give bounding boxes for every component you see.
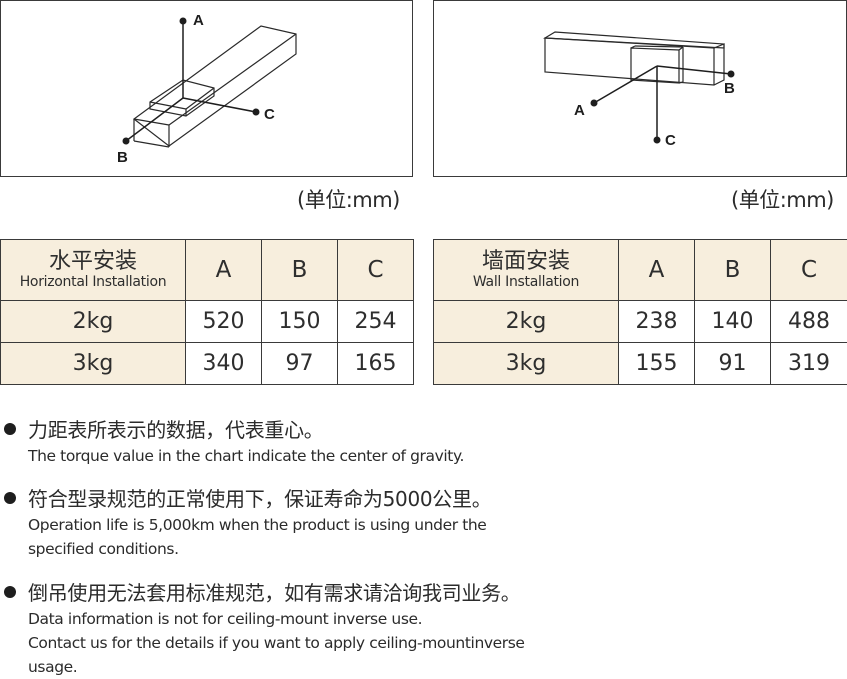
note-en: Contact us for the details if you want t… bbox=[28, 634, 525, 652]
note-en: The torque value in the chart indicate t… bbox=[28, 447, 465, 465]
wall-installation-table: 墙面安装 Wall Installation A B C 2kg 238 140… bbox=[433, 239, 847, 385]
table-title-cn: 水平安装 bbox=[48, 249, 137, 274]
value-cell-a: 238 bbox=[618, 300, 695, 343]
table-header-row: 墙面安装 Wall Installation A B C bbox=[433, 239, 847, 301]
value-cell-b: 91 bbox=[694, 342, 771, 385]
value-cell-a: 520 bbox=[185, 300, 262, 343]
note-en: Data information is not for ceiling-moun… bbox=[28, 610, 423, 628]
horizontal-installation-table: 水平安装 Horizontal Installation A B C 2kg 5… bbox=[0, 239, 414, 385]
label-c: C bbox=[665, 132, 676, 149]
load-cell: 2kg bbox=[433, 300, 619, 343]
column-header-a: A bbox=[185, 239, 262, 301]
value-cell-b: 150 bbox=[261, 300, 338, 343]
load-cell: 3kg bbox=[433, 342, 619, 385]
value-cell-c: 254 bbox=[337, 300, 414, 343]
value-cell-c: 319 bbox=[770, 342, 847, 385]
horizontal-actuator-drawing bbox=[122, 17, 297, 148]
unit-label-wall: (单位:mm) bbox=[731, 188, 834, 212]
table-title-cell: 水平安装 Horizontal Installation bbox=[0, 239, 186, 301]
bullet-icon bbox=[4, 586, 16, 598]
wall-actuator-drawing bbox=[543, 31, 735, 144]
column-header-b: B bbox=[694, 239, 771, 301]
label-b: B bbox=[117, 149, 128, 166]
column-header-c: C bbox=[337, 239, 414, 301]
note-cn: 力距表所表示的数据，代表重心。 bbox=[28, 418, 324, 442]
note-cn: 符合型录规范的正常使用下，保证寿命为5000公里。 bbox=[28, 487, 492, 511]
table-row: 3kg 340 97 165 bbox=[0, 342, 414, 385]
label-a: A bbox=[193, 12, 204, 29]
table-title-cn: 墙面安装 bbox=[481, 249, 570, 274]
value-cell-c: 165 bbox=[337, 342, 414, 385]
table-header-row: 水平安装 Horizontal Installation A B C bbox=[0, 239, 414, 301]
value-cell-a: 155 bbox=[618, 342, 695, 385]
label-a: A bbox=[574, 102, 585, 119]
wall-installation-diagram: B A C bbox=[433, 0, 847, 177]
table-row: 2kg 238 140 488 bbox=[433, 300, 847, 343]
table-title-cell: 墙面安装 Wall Installation bbox=[433, 239, 619, 301]
note-en: usage. bbox=[28, 658, 78, 676]
label-c: C bbox=[264, 106, 275, 123]
value-cell-a: 340 bbox=[185, 342, 262, 385]
table-title-en: Horizontal Installation bbox=[19, 274, 167, 290]
note-en: specified conditions. bbox=[28, 540, 179, 558]
load-cell: 2kg bbox=[0, 300, 186, 343]
note-en: Operation life is 5,000km when the produ… bbox=[28, 516, 487, 534]
unit-label-horizontal: (单位:mm) bbox=[297, 188, 400, 212]
note-cn: 倒吊使用无法套用标准规范，如有需求请洽询我司业务。 bbox=[28, 581, 521, 605]
load-cell: 3kg bbox=[0, 342, 186, 385]
bullet-icon bbox=[4, 492, 16, 504]
bullet-icon bbox=[4, 423, 16, 435]
value-cell-b: 140 bbox=[694, 300, 771, 343]
horizontal-installation-diagram: A C B bbox=[0, 0, 413, 177]
column-header-b: B bbox=[261, 239, 338, 301]
value-cell-b: 97 bbox=[261, 342, 338, 385]
table-row: 2kg 520 150 254 bbox=[0, 300, 414, 343]
column-header-a: A bbox=[618, 239, 695, 301]
label-b: B bbox=[724, 80, 735, 97]
value-cell-c: 488 bbox=[770, 300, 847, 343]
column-header-c: C bbox=[770, 239, 847, 301]
table-title-en: Wall Installation bbox=[472, 274, 580, 290]
table-row: 3kg 155 91 319 bbox=[433, 342, 847, 385]
